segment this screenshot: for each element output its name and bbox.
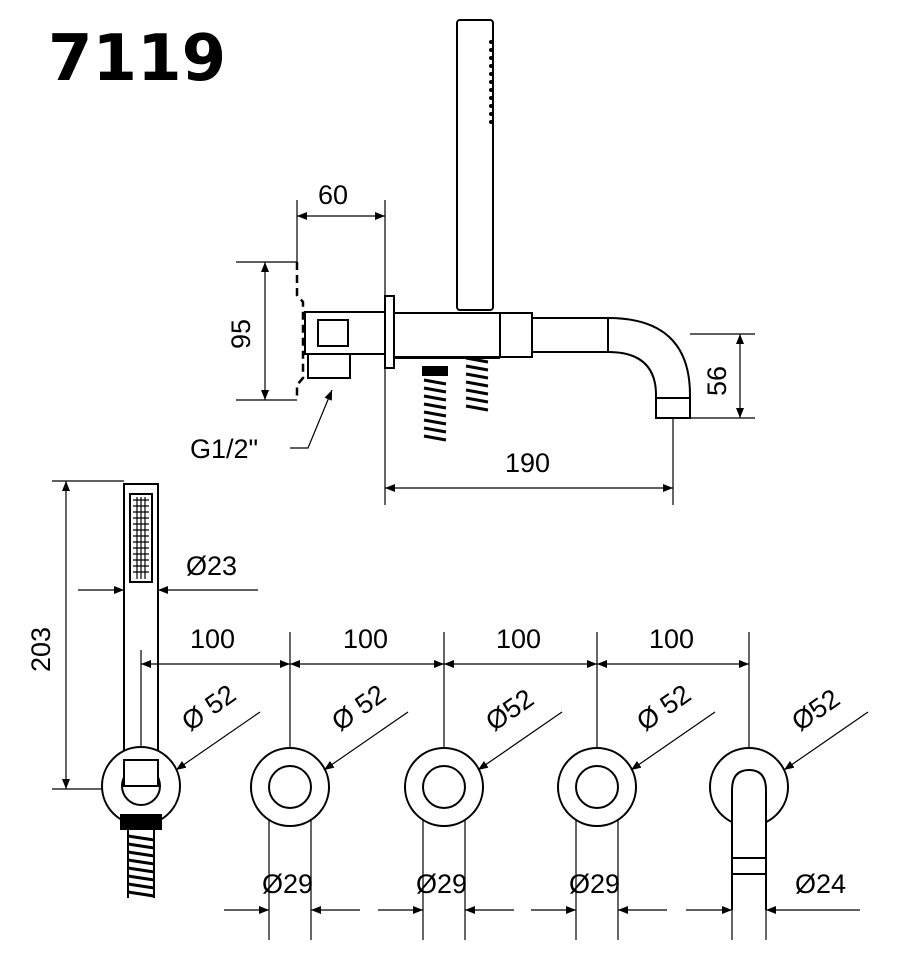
dim-d52-5: Ø52 (786, 683, 845, 737)
spout-arm (531, 317, 691, 419)
spout-collar (499, 312, 533, 358)
dim-d29-3: Ø29 (569, 869, 620, 899)
dim-60: 60 (318, 180, 348, 210)
dim-d29-1: Ø29 (262, 869, 313, 899)
dim-100-1: 100 (190, 624, 235, 654)
side-elevation: 60 95 56 190 G1/2" (190, 19, 755, 505)
dim-203: 203 (26, 627, 56, 672)
dim-100-3: 100 (496, 624, 541, 654)
hose-connector (120, 814, 162, 830)
hose-right (465, 356, 489, 412)
dim-56: 56 (702, 366, 732, 396)
dim-100-2: 100 (343, 624, 388, 654)
dim-100-4: 100 (649, 624, 694, 654)
dim-190: 190 (505, 448, 550, 478)
dim-d23: Ø23 (186, 551, 237, 581)
plan-view: 203 Ø23 100 100 100 100 (26, 480, 869, 940)
handle-4 (575, 765, 619, 809)
hose-left (423, 378, 447, 442)
model-number: 7119 (48, 22, 226, 96)
dim-d29-2: Ø29 (416, 869, 467, 899)
valve-body (307, 353, 351, 379)
dim-d52-2: Ø 52 (326, 679, 391, 737)
dim-d52-4: Ø 52 (631, 679, 696, 737)
wall-profile (295, 262, 305, 400)
dim-95: 95 (226, 319, 256, 349)
hose-plan (127, 834, 155, 898)
hose-nut (422, 366, 448, 376)
handle-3 (422, 765, 466, 809)
wall-flange (384, 295, 395, 369)
dim-d24: Ø24 (795, 869, 846, 899)
spray-face-holes (133, 497, 149, 579)
dim-d52-1: Ø 52 (176, 679, 241, 737)
thread-label: G1/2" (190, 434, 258, 464)
spray-holes (489, 40, 493, 124)
handle-2 (268, 765, 312, 809)
hand-shower (456, 19, 494, 311)
dim-d52-3: Ø52 (480, 683, 539, 737)
spout-plan (731, 768, 767, 910)
mounting-bracket (317, 319, 349, 347)
